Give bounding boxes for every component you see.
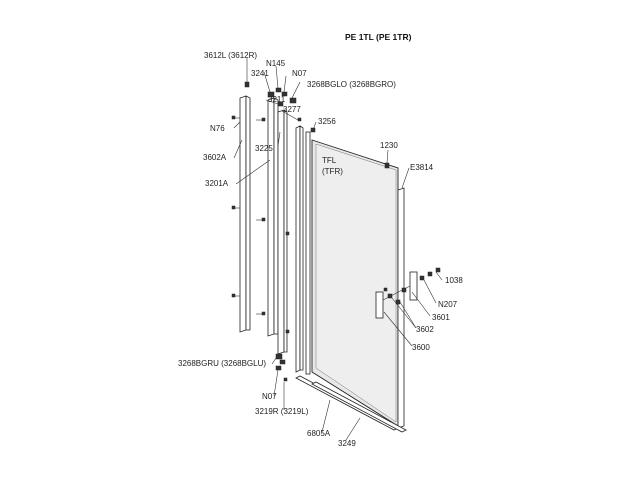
wall-profile-3602a [239, 95, 251, 333]
label-n07-top: N07 [292, 69, 307, 78]
label-3277: 3277 [283, 105, 301, 114]
glass-door-panel [311, 139, 399, 427]
fitting-1230 [384, 162, 390, 169]
label-n76: N76 [210, 124, 225, 133]
profile-3277 [295, 125, 304, 373]
label-3249: 3249 [338, 439, 356, 448]
handle-hardware [375, 267, 441, 319]
bottom-sill [295, 375, 407, 433]
label-3268bgru: 3268BGRU (3268BGLU) [178, 359, 266, 368]
label-1038: 1038 [445, 276, 463, 285]
profile-3225 [277, 109, 288, 355]
label-n07-bottom: N07 [262, 392, 277, 401]
label-3256: 3256 [318, 117, 336, 126]
label-3211: 3211 [268, 95, 286, 104]
label-3268bglo: 3268BGLO (3268BGRO) [307, 80, 396, 89]
label-3600: 3600 [412, 343, 430, 352]
label-3219r: 3219R (3219L) [255, 407, 309, 416]
edge-profile-e3814 [397, 187, 405, 429]
seal-3256 [305, 131, 311, 375]
label-3601: 3601 [432, 313, 450, 322]
profile-3201a [267, 97, 279, 337]
label-3201a: 3201A [205, 179, 229, 188]
label-6805a: 6805A [307, 429, 331, 438]
leader-lines [233, 58, 443, 441]
label-tfl: TFL [322, 156, 337, 165]
wall-screws [231, 115, 290, 334]
label-n207: N207 [438, 300, 458, 309]
label-3241: 3241 [251, 69, 269, 78]
label-3225: 3225 [255, 144, 273, 153]
label-n145: N145 [266, 59, 286, 68]
part-labels: 3612L (3612R) N145 3241 N07 3268BGLO (32… [178, 51, 463, 448]
label-1230: 1230 [380, 141, 398, 150]
diagram-title: PE 1TL (PE 1TR) [345, 32, 412, 42]
label-3602a: 3602A [203, 153, 227, 162]
bottom-hardware [275, 353, 288, 382]
label-3602: 3602 [416, 325, 434, 334]
label-e3814: E3814 [410, 163, 434, 172]
label-tfr: (TFR) [322, 167, 343, 176]
label-3612l: 3612L (3612R) [204, 51, 257, 60]
